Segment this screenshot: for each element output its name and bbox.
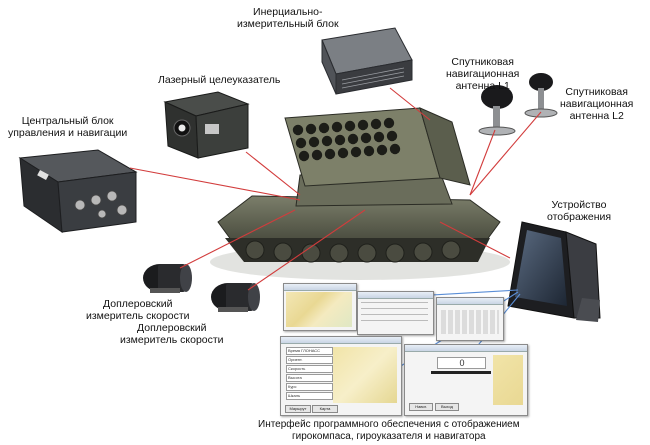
field-scale: Шкаль: [286, 392, 333, 400]
label-software-interface: Интерфейс программного обеспечения с ото…: [258, 419, 520, 442]
inertial-unit-illustration: [321, 27, 413, 95]
field-glonass-time: Время ГЛОНАСС: [286, 347, 333, 355]
display-device-illustration: [507, 221, 601, 322]
leader-imu: [389, 87, 431, 121]
label-central-unit: Центральный блок управления и навигации: [8, 115, 128, 139]
leader-antenna-l2: [469, 111, 542, 196]
antenna-l1-illustration: [478, 85, 516, 136]
field-course: Курс: [286, 383, 333, 391]
leader-central-unit: [129, 167, 301, 201]
leader-doppler-2: [247, 209, 366, 291]
btn-route: Маршрут: [285, 405, 311, 413]
leader-antenna-l1: [469, 129, 496, 196]
software-window-keyboard: [436, 297, 504, 341]
label-laser-designator: Лазерный целеуказатель: [158, 74, 281, 86]
rocket-launcher-pack: [284, 107, 471, 187]
label-antenna-l2: Спутниковая навигационная антенна L2: [560, 86, 634, 122]
mlrs-vehicle-illustration: [210, 107, 510, 280]
label-doppler-2: Доплеровский измеритель скорости: [120, 322, 224, 346]
field-altitude: Высота: [286, 374, 333, 382]
software-window-navigator: Время ГЛОНАСС Ориент. Скорость Высота Ку…: [280, 336, 402, 416]
field-orient: Ориент.: [286, 356, 333, 364]
central-unit-illustration: [18, 149, 138, 234]
doppler-sensor-2-illustration: [211, 283, 260, 312]
leader-display: [439, 221, 511, 259]
software-window-map: [283, 283, 357, 331]
laser-designator-illustration: [163, 91, 250, 159]
software-window-table: [357, 291, 434, 335]
btn-map: Карта: [312, 405, 338, 413]
leader-laser: [245, 151, 301, 196]
label-display-device: Устройство отображения: [547, 199, 612, 223]
software-window-gyro: 0 Навиг. Выход: [404, 344, 528, 416]
antenna-l2-illustration: [524, 73, 558, 118]
leader-doppler-1: [179, 209, 296, 269]
leader-lines: [129, 87, 542, 291]
label-antenna-l1: Спутниковая навигационная антенна L1: [446, 56, 520, 92]
label-inertial-unit: Инерциально- измерительный блок: [237, 6, 339, 30]
gyro-scale: [431, 371, 491, 374]
doppler-sensor-1-illustration: [143, 264, 192, 293]
field-speed: Скорость: [286, 365, 333, 373]
btn-exit: Выход: [435, 403, 459, 411]
gyro-readout: 0: [437, 357, 486, 369]
btn-nav: Навиг.: [409, 403, 433, 411]
label-doppler-1: Доплеровский измеритель скорости: [86, 298, 190, 322]
